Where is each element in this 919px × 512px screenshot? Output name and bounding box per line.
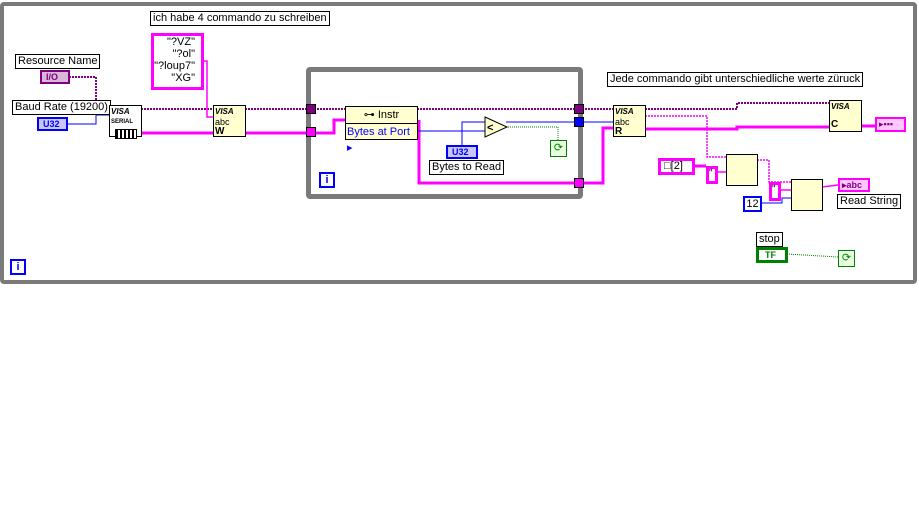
serial-port-icon	[114, 129, 137, 139]
tunnel-resource-in	[306, 104, 316, 114]
array-element: "?VZ"	[167, 36, 195, 48]
tunnel-error-in	[306, 127, 316, 137]
read-string-indicator: ▸abc	[838, 178, 870, 192]
empty-string-constant[interactable]: "	[769, 182, 781, 201]
command-array-constant[interactable]: "?VZ" "?ol" "?loup7" "XG"	[151, 33, 204, 90]
tunnel-bytes-out	[574, 117, 584, 127]
resource-name-control[interactable]: I/O	[40, 70, 70, 84]
wire-resource	[645, 102, 829, 110]
outer-while-loop[interactable]	[0, 2, 917, 284]
inner-loop-iteration-terminal: i	[319, 172, 335, 188]
bytes-to-read-label: Bytes to Read	[429, 160, 505, 175]
resource-name-label: Resource Name	[15, 54, 101, 69]
visa-read-node[interactable]: VISA abc R	[613, 105, 646, 137]
read-letter: R	[615, 126, 623, 137]
visa-text: VISA	[111, 107, 130, 116]
property-class: ⊶ Instr	[346, 107, 417, 124]
wire-boolean	[506, 126, 559, 140]
serial-text: SERIAL	[111, 119, 134, 125]
close-letter: C	[831, 119, 839, 130]
read-string-label: Read String	[837, 194, 902, 209]
numeric-constant[interactable]: 12	[743, 196, 762, 212]
wire-numeric	[417, 121, 485, 132]
stop-button-control[interactable]: TF	[756, 247, 788, 263]
wire-string	[645, 115, 726, 158]
stop-label: stop	[756, 232, 783, 247]
visa-text: VISA	[831, 102, 850, 111]
array-index-constant[interactable]: □[2]	[658, 158, 695, 175]
link-icon: ⊶	[363, 109, 378, 121]
baud-rate-control[interactable]: U32	[37, 117, 68, 131]
visa-text: VISA	[615, 107, 634, 116]
abc-text: abc	[215, 117, 230, 127]
match-pattern-node[interactable]	[726, 154, 758, 186]
property-node[interactable]: ⊶ Instr Bytes at Port ▸	[345, 106, 418, 154]
tunnel-error-out	[574, 178, 584, 188]
wire-numeric	[67, 114, 109, 125]
wire-boolean	[786, 253, 839, 258]
comment-right: Jede commando gibt unterschiedliche wert…	[607, 72, 864, 87]
wire-error	[417, 120, 613, 185]
empty-string-constant[interactable]: "	[706, 166, 718, 184]
string-subset-node[interactable]	[791, 179, 823, 211]
outer-loop-stop-condition-icon[interactable]: ⟳	[838, 250, 855, 267]
array-element: "?ol"	[172, 48, 196, 60]
wire-numeric	[761, 197, 791, 204]
comment-top: ich habe 4 commando zu schreiben	[150, 11, 330, 26]
error-out-indicator: ▸▪▪▪	[875, 117, 906, 132]
inner-loop-stop-condition-icon[interactable]: ⟳	[550, 140, 567, 157]
property-bytes-at-port[interactable]: Bytes at Port ▸	[347, 126, 410, 154]
array-element: "?loup7"	[154, 60, 195, 72]
wire-string	[204, 60, 213, 118]
wire-resource	[69, 76, 97, 104]
baud-rate-label: Baud Rate (19200)	[12, 100, 111, 115]
abc-text: abc	[615, 117, 630, 127]
visa-write-node[interactable]: VISA abc W	[213, 105, 246, 137]
visa-text: VISA	[215, 107, 234, 116]
write-letter: W	[215, 126, 225, 137]
wire-error	[645, 125, 829, 131]
visa-close-node[interactable]: VISA C	[829, 100, 862, 132]
wire-string	[821, 184, 839, 188]
array-element: "XG"	[171, 72, 195, 84]
visa-configure-serial-node[interactable]: VISA SERIAL	[109, 105, 142, 139]
bytes-to-read-control[interactable]: U32	[446, 145, 478, 159]
tunnel-resource-out	[574, 104, 584, 114]
wire-error	[245, 118, 345, 135]
outer-loop-iteration-terminal: i	[10, 259, 26, 275]
svg-text:<: <	[487, 122, 493, 134]
